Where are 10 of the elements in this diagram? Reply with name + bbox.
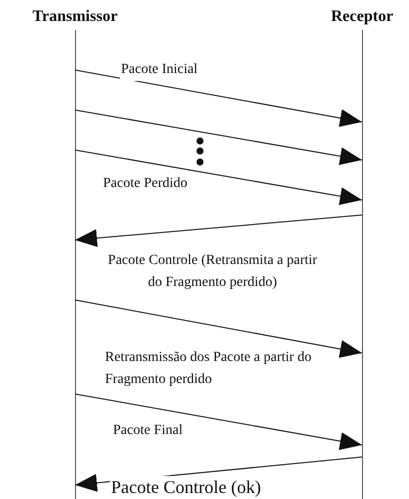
message-arrow xyxy=(74,70,362,127)
participant-label: Receptor xyxy=(331,8,394,26)
message-arrow xyxy=(74,150,362,206)
message-arrow xyxy=(74,110,362,166)
message-arrow xyxy=(74,214,362,248)
participant xyxy=(331,8,393,499)
message-arrow xyxy=(74,300,362,358)
edge-label: Pacote Controle (ok) xyxy=(110,476,262,498)
participant-label: Transmissor xyxy=(32,8,118,26)
message-arrow xyxy=(74,394,362,450)
